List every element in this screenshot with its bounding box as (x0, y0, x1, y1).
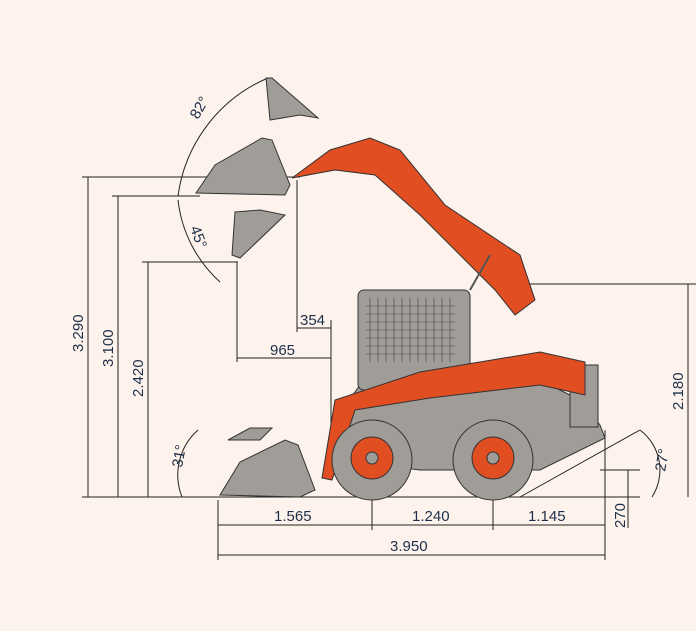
machine (291, 137, 606, 501)
height-2180-label: 2.180 (670, 372, 687, 410)
rear-overhang-label: 1.145 (528, 508, 566, 525)
bucket-positions (195, 77, 320, 498)
angle-45-label: 45° (186, 224, 210, 251)
bucket-ground (219, 439, 316, 498)
angle-82-label: 82° (187, 94, 213, 122)
bucket-dumped-45 (231, 209, 287, 259)
height-3290-label: 3.290 (70, 314, 87, 352)
angle-27-label: 27° (652, 447, 673, 472)
bucket-raised (195, 137, 291, 196)
reach-965-label: 965 (270, 342, 295, 359)
angle-31-label: 31° (169, 443, 190, 468)
ground-clearance-label: 270 (612, 503, 629, 528)
bucket-dumped-82 (265, 77, 320, 121)
height-2420-label: 2.420 (130, 359, 147, 397)
wheelbase-label: 1.240 (412, 508, 450, 525)
cab-grille (366, 298, 455, 362)
dimension-lines (82, 77, 696, 560)
raised-lift-arm (291, 137, 536, 316)
overall-length-label: 3.950 (390, 538, 428, 555)
height-3100-label: 3.100 (100, 329, 117, 367)
front-overhang-label: 1.565 (274, 508, 312, 525)
reach-354-label: 354 (300, 312, 325, 329)
bucket-rollback-ghost (227, 427, 274, 441)
